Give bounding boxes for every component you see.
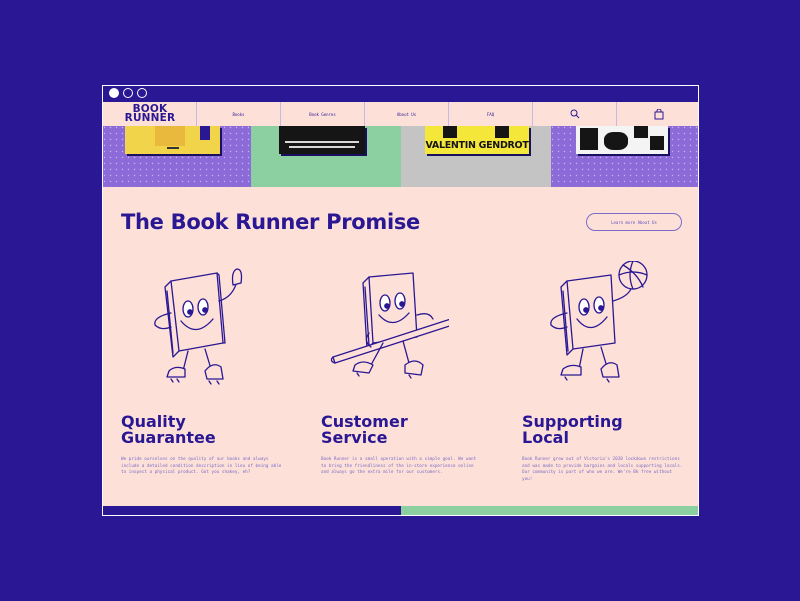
banner-panel-gray: VALENTIN GENDROT	[401, 126, 551, 187]
book-cover[interactable]	[125, 126, 220, 154]
nav-item-label: About Us	[396, 111, 417, 117]
feature-title-line: Quality	[121, 412, 186, 431]
banner-panel-green	[251, 126, 401, 187]
minimize-window-button[interactable]	[123, 88, 133, 98]
book-cover[interactable]	[279, 126, 365, 154]
nav-item-faq[interactable]: FAQ	[448, 102, 532, 126]
nav-item-label: FAQ	[486, 111, 495, 117]
nav-item-books[interactable]: Books	[196, 102, 280, 126]
book-mascot-basketball	[550, 261, 648, 383]
shopping-bag-icon	[654, 108, 663, 119]
search-button[interactable]	[532, 102, 616, 126]
nav-item-book-genres[interactable]: Book Genres	[280, 102, 364, 126]
cart-button[interactable]	[616, 102, 698, 126]
maximize-window-button[interactable]	[137, 88, 147, 98]
feature-text-supporting-local: Book Runner grew out of Victoria's 2020 …	[522, 457, 683, 482]
feature-text-quality: We pride ourselves on the quality of our…	[121, 457, 282, 475]
site-nav: BOOK RUNNER Books Book Genres About Us F…	[103, 102, 698, 127]
window-titlebar	[103, 86, 698, 102]
featured-books-banner: VALENTIN GENDROT	[103, 126, 698, 187]
feature-title-customer-service: Customer Service	[321, 414, 491, 446]
logo-line-1: BOOK	[132, 103, 168, 115]
feature-text-customer-service: Book Runner is a small operation with a …	[321, 457, 477, 475]
logo-line-2: RUNNER	[124, 112, 176, 124]
banner-panel-purple	[103, 126, 251, 187]
browser-window: BOOK RUNNER Books Book Genres About Us F…	[102, 85, 699, 516]
feature-title-line: Supporting	[522, 412, 623, 431]
footer-color-bar	[103, 506, 698, 515]
footer-bar-segment	[103, 506, 401, 515]
nav-item-label: Book Genres	[309, 111, 336, 117]
book-mascot-waving	[154, 268, 243, 385]
book-cover[interactable]	[576, 126, 668, 154]
book-mascot-pole-vault	[330, 272, 449, 379]
promise-heading: The Book Runner Promise	[121, 210, 420, 234]
footer-bar-segment	[401, 506, 698, 515]
book-runner-logo[interactable]: BOOK RUNNER	[107, 103, 193, 125]
feature-title-line: Customer	[321, 412, 408, 431]
feature-title-line: Guarantee	[121, 428, 216, 447]
nav-item-label: Books	[232, 111, 245, 117]
feature-title-line: Local	[522, 428, 569, 447]
close-window-button[interactable]	[109, 88, 119, 98]
feature-title-line: Service	[321, 428, 388, 447]
banner-panel-purple-2	[551, 126, 698, 187]
search-icon	[570, 109, 579, 119]
book-cover[interactable]: VALENTIN GENDROT	[425, 126, 529, 154]
feature-title-quality: Quality Guarantee	[121, 414, 291, 446]
feature-title-supporting-local: Supporting Local	[522, 414, 692, 446]
learn-more-button[interactable]: Learn more About Us	[586, 213, 682, 231]
book-title: VALENTIN GENDROT	[425, 140, 529, 151]
nav-item-about-us[interactable]: About Us	[364, 102, 448, 126]
